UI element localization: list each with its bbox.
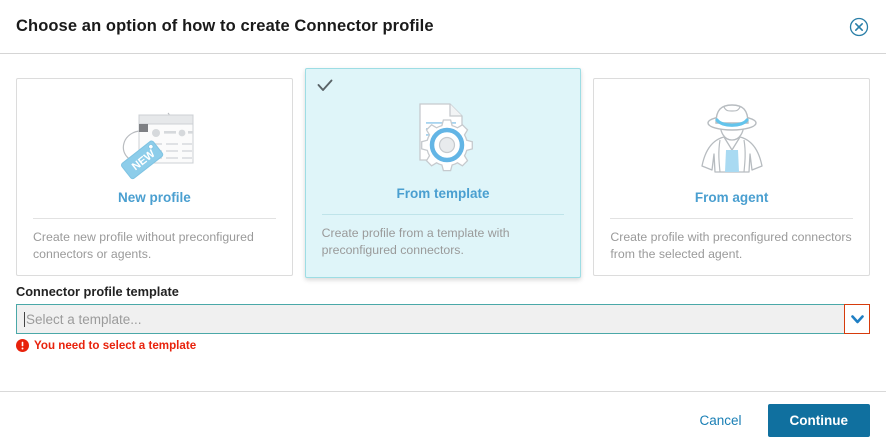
option-card-title: New profile bbox=[117, 190, 191, 205]
check-icon bbox=[316, 77, 334, 95]
option-card-description: Create profile from a template with prec… bbox=[321, 226, 510, 257]
error-text: You need to select a template bbox=[34, 339, 197, 352]
option-card-new-profile[interactable]: NEW New profile Create new profile witho… bbox=[16, 78, 293, 276]
option-cards-row: NEW New profile Create new profile witho… bbox=[16, 68, 871, 278]
option-card-from-template[interactable]: From template Create profile from a temp… bbox=[304, 68, 582, 278]
text-caret bbox=[24, 311, 25, 327]
agent-hat-icon bbox=[690, 97, 774, 189]
card-divider bbox=[33, 218, 276, 219]
card-divider bbox=[610, 218, 854, 219]
document-gear-icon bbox=[400, 93, 486, 185]
option-card-description: Create profile with preconfigured connec… bbox=[610, 230, 852, 261]
close-circle-icon[interactable] bbox=[849, 17, 869, 37]
continue-button[interactable]: Continue bbox=[767, 403, 870, 437]
option-card-description: Create new profile without preconfigured… bbox=[33, 230, 254, 261]
template-select-row: Select a template... bbox=[16, 304, 870, 334]
template-select-input[interactable]: Select a template... bbox=[16, 304, 844, 334]
modal-header: Choose an option of how to create Connec… bbox=[0, 0, 886, 54]
option-card-title: From template bbox=[396, 186, 490, 201]
chevron-down-icon bbox=[850, 314, 864, 323]
template-select-placeholder: Select a template... bbox=[26, 311, 142, 327]
error-exclamation-icon bbox=[16, 339, 29, 352]
modal-footer: Cancel Continue bbox=[0, 391, 886, 448]
cancel-button[interactable]: Cancel bbox=[691, 407, 749, 434]
modal-body: NEW New profile Create new profile witho… bbox=[0, 54, 886, 352]
option-card-title: From agent bbox=[694, 190, 769, 205]
template-dropdown-button[interactable] bbox=[844, 304, 870, 334]
new-tag-window-icon: NEW bbox=[108, 97, 200, 189]
option-card-from-agent[interactable]: From agent Create profile with preconfig… bbox=[593, 78, 871, 276]
connector-profile-template-label: Connector profile template bbox=[16, 284, 179, 299]
page-title: Choose an option of how to create Connec… bbox=[16, 17, 434, 35]
template-error-message: You need to select a template bbox=[16, 339, 870, 352]
card-divider bbox=[321, 214, 565, 215]
